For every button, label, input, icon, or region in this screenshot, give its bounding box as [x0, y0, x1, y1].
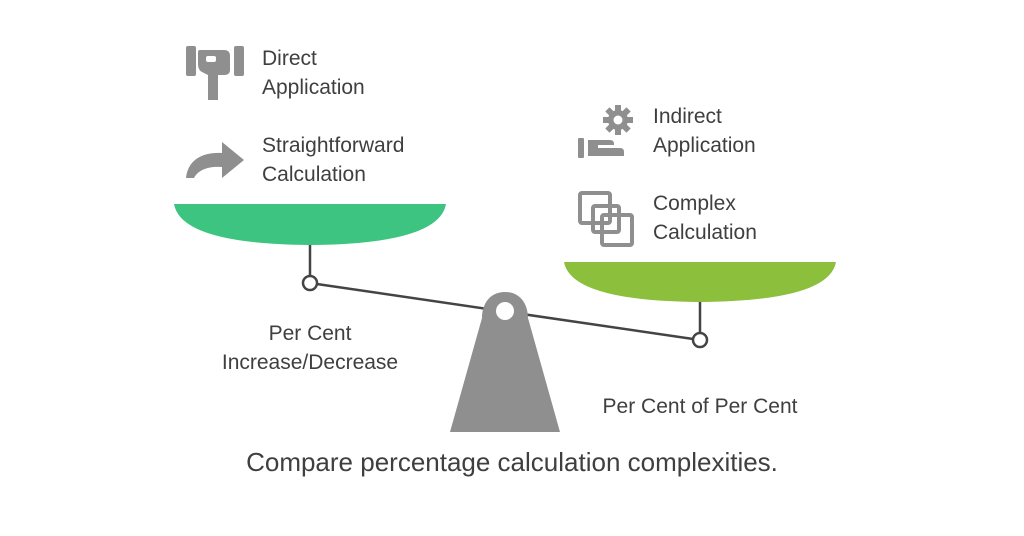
diagram-caption: Compare percentage calculation complexit… — [246, 447, 778, 477]
left-pan-label: Per Cent Increase/Decrease — [190, 319, 430, 377]
right-pan-label: Per Cent of Per Cent — [570, 392, 830, 421]
left-pivot — [301, 274, 319, 292]
scale-stand — [450, 292, 560, 432]
gear-hand-icon — [578, 105, 633, 158]
right-pan-label-line1: Per Cent of Per Cent — [602, 395, 798, 418]
complex-calculation-label: Complex Calculation — [653, 189, 757, 247]
indirect-application-label: Indirect Application — [653, 102, 756, 160]
right-pivot — [691, 331, 709, 349]
indirect-application-line1: Indirect — [653, 105, 722, 128]
indirect-application-line2: Application — [653, 134, 756, 157]
straightforward-calculation-line2: Calculation — [262, 163, 366, 186]
right-pan — [564, 262, 836, 302]
direct-application-line1: Direct — [262, 47, 317, 70]
stand-pivot-hole — [496, 302, 514, 320]
complex-calculation-line2: Calculation — [653, 221, 757, 244]
curved-arrow-icon — [186, 142, 244, 178]
direct-application-line2: Application — [262, 76, 365, 99]
left-pan — [174, 204, 446, 245]
straightforward-calculation-line1: Straightforward — [262, 134, 405, 157]
left-pan-label-line2: Increase/Decrease — [221, 351, 399, 374]
overlapping-squares-icon — [578, 191, 634, 247]
straightforward-calculation-label: Straightforward Calculation — [262, 131, 404, 189]
hand-pointing-icon — [186, 46, 244, 100]
direct-application-label: Direct Application — [262, 44, 365, 102]
left-pan-label-line1: Per Cent — [268, 322, 352, 345]
complex-calculation-line1: Complex — [653, 192, 736, 215]
